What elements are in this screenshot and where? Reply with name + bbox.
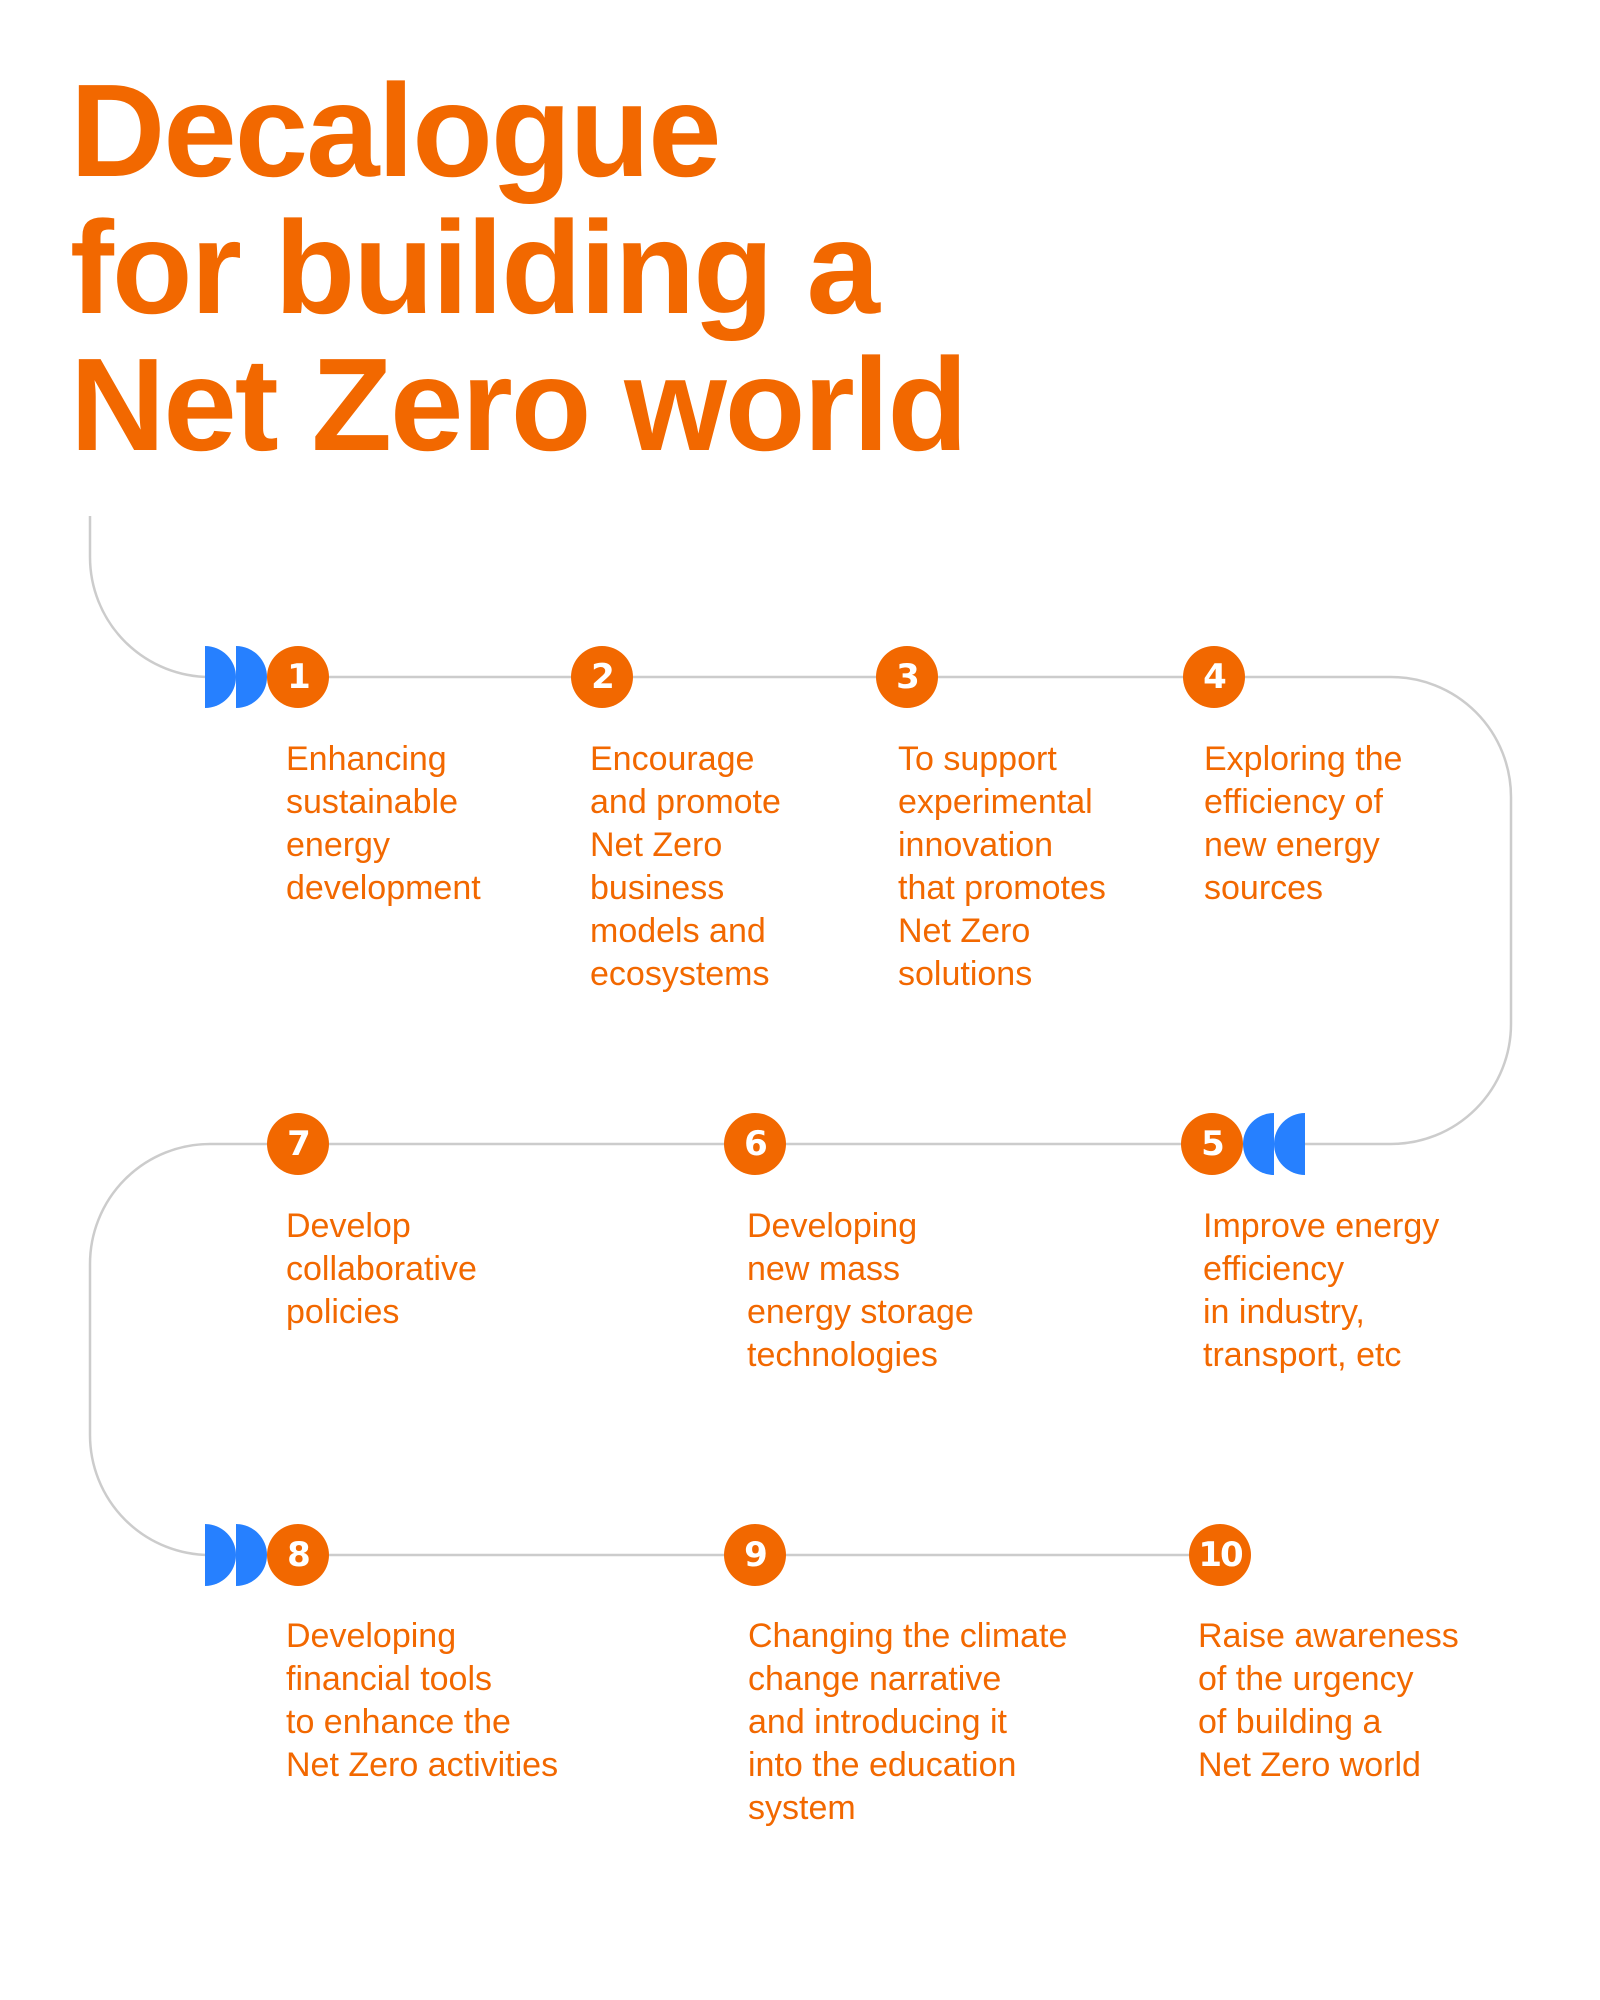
step-number-badge: 8: [267, 1524, 329, 1586]
step-number-badge: 9: [724, 1524, 786, 1586]
step-number-badge: 6: [724, 1113, 786, 1175]
step-text-line: development: [286, 869, 481, 907]
step-text-line: collaborative: [286, 1250, 477, 1288]
title-line-2: for building a: [70, 194, 880, 341]
step-text-line: system: [748, 1789, 856, 1827]
step-text-line: Net Zero world: [1198, 1746, 1421, 1784]
step-text-line: sustainable: [286, 783, 459, 821]
step-description: Enhancing sustainable energy development: [286, 738, 481, 910]
step-text-line: innovation: [898, 826, 1054, 864]
step-text-line: Improve energy: [1203, 1207, 1440, 1245]
step-text-line: Net Zero: [898, 912, 1031, 950]
step-text-line: Exploring the: [1204, 740, 1403, 778]
step-text-line: into the education: [748, 1746, 1017, 1784]
step-text-line: sources: [1204, 869, 1324, 907]
step-text-line: experimental: [898, 783, 1093, 821]
step-text-line: of the urgency: [1198, 1660, 1414, 1698]
step-number-badge: 7: [267, 1113, 329, 1175]
step-description: To support experimental innovation that …: [898, 738, 1106, 996]
step-text-line: to enhance the: [286, 1703, 511, 1741]
step-text-line: Changing the climate: [748, 1617, 1068, 1655]
step-description: Improve energy efficiency in industry, t…: [1203, 1205, 1439, 1377]
step-description: Developing new mass energy storage techn…: [747, 1205, 974, 1377]
title-line-1: Decalogue: [70, 57, 722, 204]
step-text-line: transport, etc: [1203, 1336, 1402, 1374]
step-text-line: efficiency: [1203, 1250, 1345, 1288]
step-text-line: Developing: [747, 1207, 918, 1245]
step-number-badge: 3: [876, 646, 938, 708]
step-text-line: technologies: [747, 1336, 938, 1374]
step-text-line: models and: [590, 912, 766, 950]
step-text-line: of building a: [1198, 1703, 1382, 1741]
step-text-line: new mass: [747, 1250, 901, 1288]
step-text-line: energy storage: [747, 1293, 974, 1331]
step-text-line: in industry,: [1203, 1293, 1365, 1331]
step-text-line: efficiency of: [1204, 783, 1383, 821]
page-title: Decalogue for building a Net Zero world: [70, 57, 968, 478]
step-number-badge: 2: [571, 646, 633, 708]
step-text-line: Net Zero: [590, 826, 723, 864]
step-description: Encourage and promote Net Zero business …: [590, 738, 781, 996]
step-text-line: new energy: [1204, 826, 1380, 864]
step-description: Develop collaborative policies: [286, 1205, 477, 1334]
step-text-line: energy: [286, 826, 390, 864]
step-text-line: and promote: [590, 783, 781, 821]
step-text-line: Encourage: [590, 740, 755, 778]
step-text-line: ecosystems: [590, 955, 770, 993]
step-number-badge: 4: [1183, 646, 1245, 708]
step-number-badge: 1: [267, 646, 329, 708]
step-text-line: business: [590, 869, 725, 907]
step-text-line: and introducing it: [748, 1703, 1007, 1741]
step-text-line: Raise awareness: [1198, 1617, 1459, 1655]
step-number-badge: 5: [1181, 1113, 1243, 1175]
step-text-line: Develop: [286, 1207, 411, 1245]
step-text-line: solutions: [898, 955, 1033, 993]
step-description: Exploring the efficiency of new energy s…: [1204, 738, 1402, 910]
step-number-badge: 10: [1189, 1524, 1251, 1586]
step-text-line: To support: [898, 740, 1057, 778]
step-text-line: Net Zero activities: [286, 1746, 559, 1784]
step-text-line: Enhancing: [286, 740, 447, 778]
title-line-3: Net Zero world: [70, 331, 968, 478]
step-text-line: financial tools: [286, 1660, 493, 1698]
step-description: Raise awareness of the urgency of buildi…: [1198, 1615, 1459, 1787]
step-text-line: Developing: [286, 1617, 457, 1655]
step-text-line: policies: [286, 1293, 400, 1331]
step-text-line: that promotes: [898, 869, 1106, 907]
step-description: Developing financial tools to enhance th…: [286, 1615, 558, 1787]
step-description: Changing the climate change narrative an…: [748, 1615, 1067, 1830]
step-text-line: change narrative: [748, 1660, 1002, 1698]
